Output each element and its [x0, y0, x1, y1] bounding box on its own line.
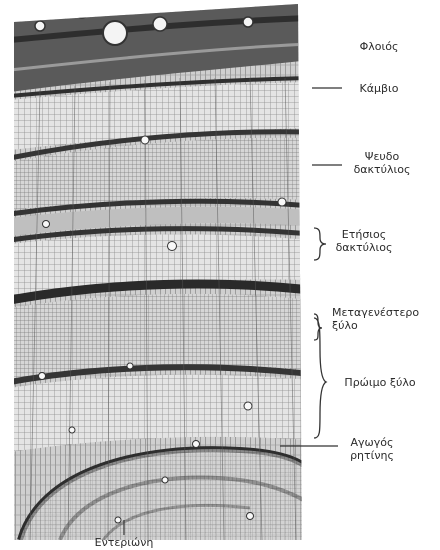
resin-duct [39, 373, 46, 380]
resin-duct [115, 517, 121, 523]
resin-duct [193, 441, 200, 448]
resin-duct [278, 198, 286, 206]
annual-ring-brace [314, 228, 326, 260]
label-cambium: Κάμβιο [346, 82, 412, 95]
label-latewood: Μεταγενέστερο ξύλο [332, 306, 436, 332]
resin-duct [162, 477, 168, 483]
resin-duct [69, 427, 75, 433]
label-resin-duct: Αγωγός ρητίνης [342, 436, 402, 462]
label-earlywood: Πρώιμο ξύλο [330, 376, 430, 389]
label-pith: Εντεριώνη [84, 536, 164, 549]
resin-duct [168, 242, 177, 251]
resin-duct [127, 363, 133, 369]
label-false-ring: Ψευδο δακτύλιος [352, 150, 412, 176]
wood-tissue [0, 0, 310, 550]
resin-duct [247, 513, 254, 520]
resin-duct [244, 402, 252, 410]
label-bark: Φλοιός [344, 40, 414, 53]
resin-duct [43, 221, 50, 228]
label-annual-ring: Ετήσιος δακτύλιος [332, 228, 396, 254]
resin-duct [141, 136, 149, 144]
earlywood-brace [314, 318, 326, 438]
